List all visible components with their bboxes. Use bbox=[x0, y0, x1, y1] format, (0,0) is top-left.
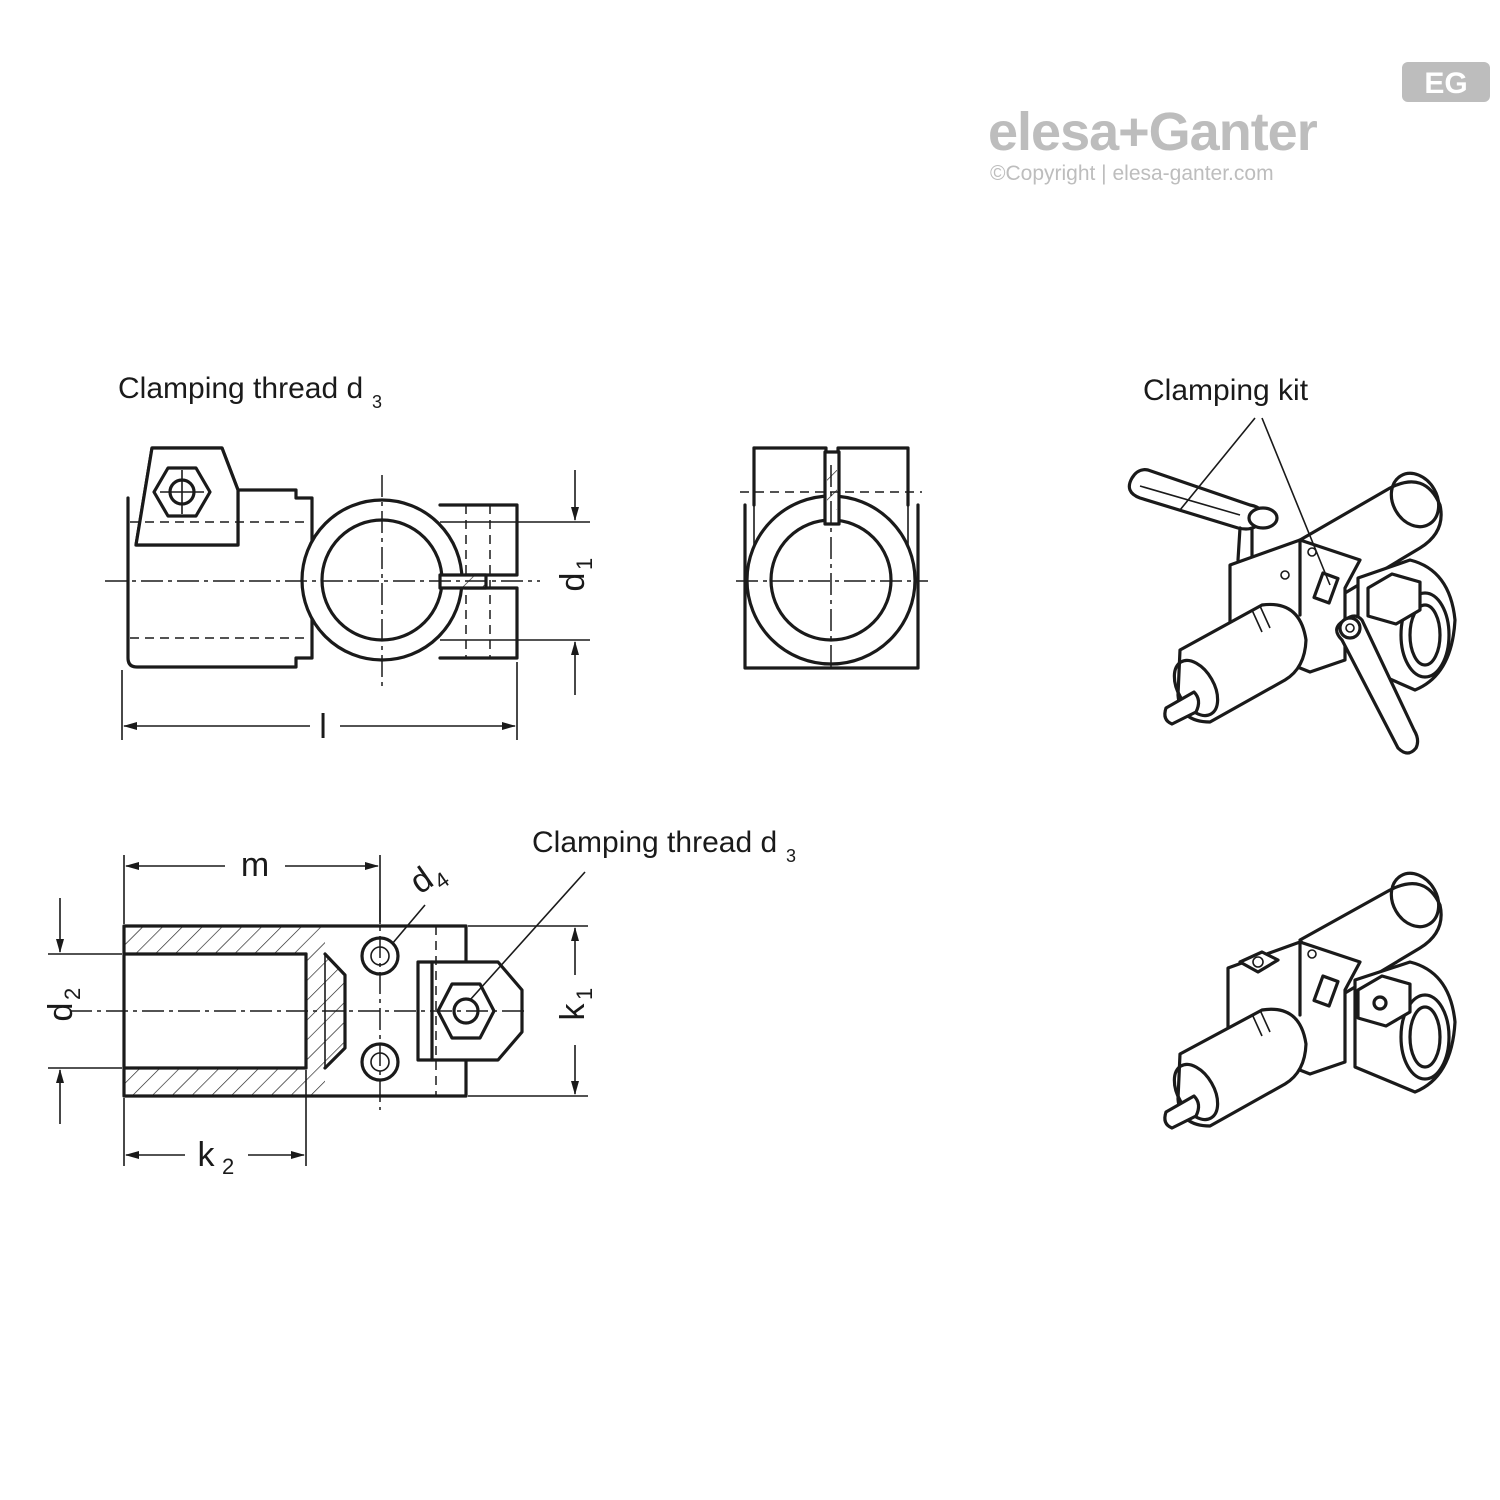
isometric-plain bbox=[1163, 871, 1457, 1130]
dim-k2: k bbox=[198, 1136, 216, 1174]
label-clamping-thread-top-sub: 3 bbox=[372, 392, 382, 412]
label-clamping-thread-bottom-sub: 3 bbox=[786, 846, 796, 866]
iso-hex-nut-icon bbox=[1366, 572, 1422, 626]
logo-copyright-text: ©Copyright | elesa-ganter.com bbox=[990, 162, 1274, 185]
hex-nut-icon bbox=[152, 466, 212, 518]
dim-m: m bbox=[241, 846, 269, 884]
top-view-body bbox=[122, 924, 468, 1098]
logo-badge-box bbox=[1402, 62, 1490, 102]
label-clamping-thread-bottom: Clamping thread d bbox=[532, 826, 777, 859]
side-view-body bbox=[743, 503, 920, 670]
dim-l: l bbox=[319, 708, 327, 746]
top-view: d 4 Clamping thread d 3 m d 2 k 1 bbox=[42, 826, 796, 1179]
clamping-lever-lower bbox=[1335, 614, 1420, 755]
dim-d1: d bbox=[554, 573, 592, 592]
label-clamping-kit: Clamping kit bbox=[1143, 374, 1309, 407]
isometric-with-clamping-kit: Clamping kit bbox=[1127, 374, 1457, 755]
clamping-lever-upper bbox=[1127, 468, 1265, 531]
front-view: d 1 l Clamping thread d 3 bbox=[105, 372, 597, 746]
dim-d1-sub: 1 bbox=[572, 558, 597, 570]
side-view bbox=[736, 446, 928, 672]
label-clamping-thread-top: Clamping thread d bbox=[118, 372, 363, 405]
dim-k1: k bbox=[554, 1003, 592, 1021]
dim-d2-sub: 2 bbox=[60, 988, 85, 1000]
elesa-ganter-logo: EG elesa+Ganter ©Copyright | elesa-gante… bbox=[988, 62, 1490, 185]
dim-k1-sub: 1 bbox=[572, 988, 597, 1000]
dim-k2-sub: 2 bbox=[222, 1154, 234, 1179]
logo-brand-text: elesa+Ganter bbox=[988, 102, 1318, 162]
logo-badge-text: EG bbox=[1424, 67, 1467, 100]
dim-d2: d bbox=[42, 1003, 80, 1022]
